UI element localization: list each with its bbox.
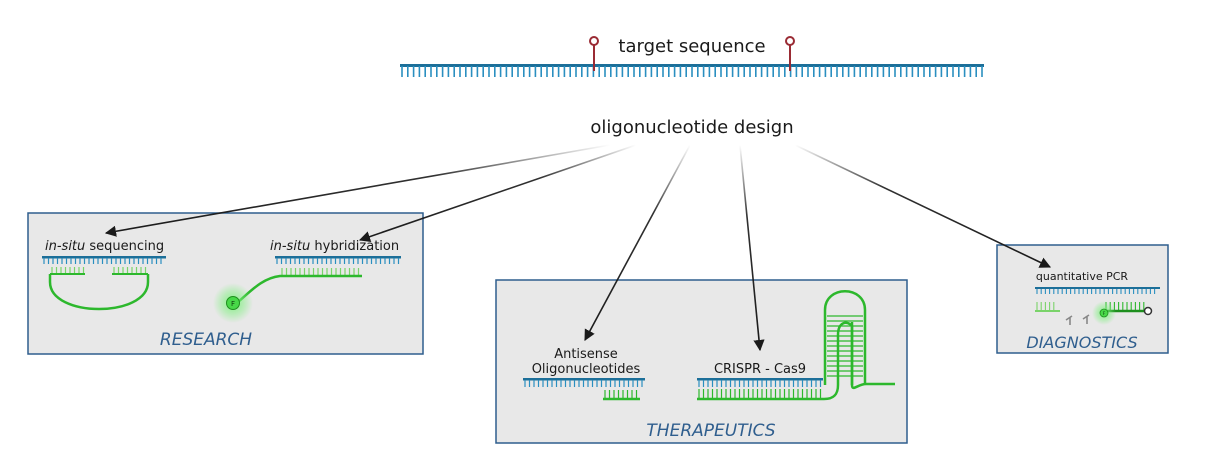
sequencing-label: in-situ sequencing — [45, 239, 164, 254]
pin-marker-icon — [785, 36, 795, 71]
sequencing-target-strand — [42, 256, 166, 264]
research-category-label: RESEARCH — [160, 330, 252, 350]
fluorophore-letter: F — [1103, 311, 1106, 317]
crispr-label: CRISPR - Cas9 — [714, 362, 806, 377]
antisense-label-line2: Oligonucleotides — [532, 362, 641, 377]
hybridization-target-strand — [275, 256, 401, 264]
antisense-label-line1: Antisense — [554, 347, 618, 362]
arrow-to-sequencing — [104, 144, 611, 237]
target-sequence-label: target sequence — [618, 36, 765, 57]
hybridization-label: in-situ hybridization — [270, 239, 399, 254]
padlock-probe — [48, 267, 150, 311]
fluorophore-icon: F — [1092, 301, 1116, 325]
qpcr-label: quantitative PCR — [1036, 270, 1129, 283]
target-sequence-strand — [400, 64, 984, 77]
antisense-oligo — [603, 390, 640, 401]
crispr-target-strand — [697, 378, 823, 387]
qpcr-target-strand — [1035, 287, 1160, 294]
fluorophore-letter: F — [231, 300, 235, 308]
fluorophore-icon: F — [213, 283, 253, 323]
quencher-icon — [1143, 306, 1153, 316]
arrow-to-crispr — [739, 144, 765, 352]
antisense-target-strand — [523, 378, 645, 387]
blocker-icon — [1065, 314, 1090, 325]
design-label: oligonucleotide design — [590, 117, 793, 138]
guide-rna — [697, 290, 895, 401]
therapeutics-category-label: THERAPEUTICS — [646, 421, 775, 441]
arrow-to-hybridization — [358, 144, 637, 243]
research-panel — [27, 212, 424, 355]
diagnostics-panel — [996, 244, 1169, 354]
arrow-to-antisense — [584, 144, 691, 341]
diagnostics-category-label: DIAGNOSTICS — [1026, 333, 1137, 352]
target-strand-bases — [401, 66, 983, 77]
qpcr-primer — [1035, 302, 1060, 312]
pin-marker-icon — [589, 36, 599, 71]
arrow-to-qpcr — [794, 144, 1052, 268]
